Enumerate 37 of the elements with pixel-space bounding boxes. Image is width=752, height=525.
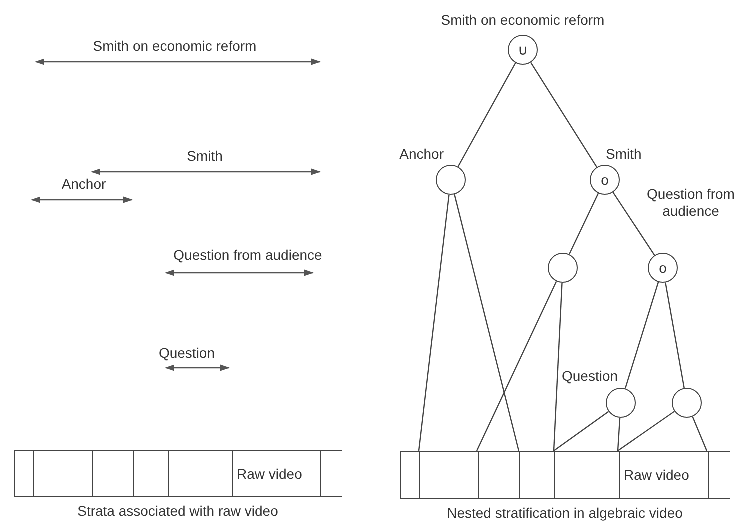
tree-line bbox=[568, 193, 600, 255]
tree-line bbox=[476, 281, 558, 452]
tree-line bbox=[554, 411, 610, 452]
tree-line bbox=[454, 194, 520, 452]
node-heading: Smith on economic reform bbox=[440, 12, 606, 29]
video-strip bbox=[14, 450, 342, 497]
tree-line bbox=[553, 282, 563, 452]
tree-line bbox=[418, 194, 450, 452]
tree-line bbox=[530, 62, 598, 168]
stratum-label: Question bbox=[158, 345, 216, 362]
video-strip bbox=[400, 451, 730, 499]
tree-line bbox=[665, 282, 685, 388]
tree-line bbox=[458, 62, 516, 168]
strip-label: Raw video bbox=[237, 466, 302, 482]
tree-line bbox=[617, 418, 621, 452]
node-heading: Smith bbox=[606, 146, 642, 163]
strip-caption: Nested stratification in algebraic video bbox=[446, 505, 684, 522]
tree-node-circle: ∪ bbox=[508, 35, 538, 65]
strip-label: Raw video bbox=[624, 467, 690, 484]
tree-node-circle: o bbox=[590, 165, 620, 195]
tree-node-circle bbox=[606, 388, 636, 418]
stratum-label: Smith on economic reform bbox=[92, 38, 258, 55]
node-heading: Anchor bbox=[400, 146, 444, 163]
node-heading: Question bbox=[562, 368, 618, 385]
node-heading: Question from audience bbox=[646, 186, 736, 220]
tree-node-circle bbox=[548, 253, 578, 283]
stratum-label: Smith bbox=[186, 148, 224, 165]
tree-line bbox=[624, 282, 660, 389]
tree-line bbox=[618, 411, 676, 452]
stratum-label: Anchor bbox=[60, 176, 108, 193]
tree-node-circle: o bbox=[648, 253, 678, 283]
stratum-label: Question from audience bbox=[172, 247, 324, 264]
strip-caption: Strata associated with raw video bbox=[76, 503, 280, 520]
tree-node-circle bbox=[436, 165, 466, 195]
tree-node-circle bbox=[672, 388, 702, 418]
tree-line bbox=[612, 192, 656, 256]
tree-line bbox=[692, 416, 708, 452]
